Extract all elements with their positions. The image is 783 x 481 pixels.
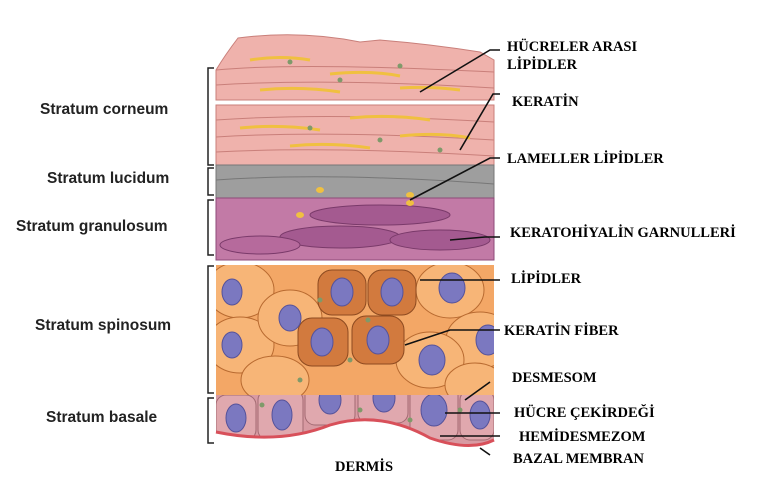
label-lipids: LİPİDLER [511,271,582,287]
label-hemidesmosome: HEMİDESMEZOM [519,429,646,445]
label-basal-membrane: BAZAL MEMBRAN [513,451,644,467]
label-stratum-lucidum: Stratum lucidum [47,170,170,187]
basal-membrane-line [215,418,495,448]
label-keratohyalin-granules: KERATOHİYALİN GARNULLERİ [510,225,736,241]
stratum-lucidum-illustration [215,164,495,199]
label-line-2: LİPİDLER [507,57,578,73]
leader-lines [404,49,500,456]
label-lamellar-lipids: LAMELLER LİPİDLER [507,151,664,167]
label-stratum-basale: Stratum basale [46,409,158,426]
label-desmosome: DESMESOM [512,370,597,386]
label-dermis: DERMİS [335,459,394,475]
stratum-spinosum-illustration [216,265,494,400]
label-keratin: KERATİN [512,94,579,110]
layer-brackets [207,67,214,444]
label-stratum-spinosum: Stratum spinosum [35,317,172,334]
label-intercellular-lipids: HÜCRELER ARASI LİPİDLER [507,38,637,74]
stratum-corneum-illustration [215,34,495,166]
stratum-granulosum-illustration [215,197,495,261]
desmosome-dots [259,59,463,423]
label-cell-nucleus: HÜCRE ÇEKİRDEĞİ [514,405,655,421]
label-keratin-fiber: KERATİN FİBER [504,323,619,339]
label-line-1: HÜCRELER ARASI [507,39,638,55]
label-stratum-corneum: Stratum corneum [40,101,169,118]
label-stratum-granulosum: Stratum granulosum [16,218,168,235]
